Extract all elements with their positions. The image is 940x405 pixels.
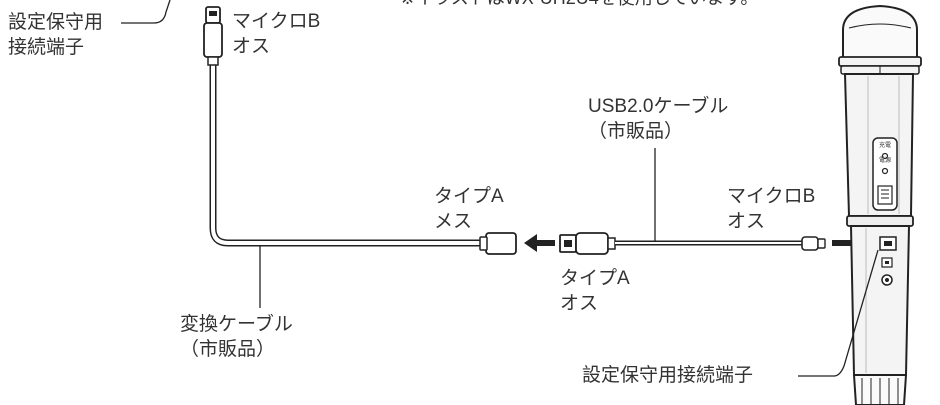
arrow-to-type-a-female <box>524 234 555 252</box>
micro-b-connector-top <box>203 6 223 66</box>
mic-panel-power-label: 電源 <box>879 158 892 164</box>
note-text: ※イラストはWX-UH2U4を使用しています。 <box>400 0 758 11</box>
leader-mic-port <box>798 249 879 377</box>
callout-usb-cable: USB2.0ケーブル （市販品） <box>588 96 729 142</box>
type-a-female-connector <box>479 232 517 255</box>
mic-panel-charge-label: 充電 <box>879 143 892 149</box>
leader-top-port <box>121 0 171 24</box>
leader-lines <box>121 0 879 377</box>
callout-micro-b-right: マイクロB オス <box>727 186 816 232</box>
callout-top-port: 設定保守用 接続端子 <box>8 12 104 58</box>
callout-micro-b-top: マイクロB オス <box>232 11 321 57</box>
micro-b-connector-right <box>801 236 826 251</box>
callout-type-a-male: タイプA オス <box>560 268 630 314</box>
callout-conversion-cable: 変換ケーブル （市販品） <box>180 314 293 360</box>
type-a-male-connector <box>559 232 616 255</box>
conversion-cable <box>209 58 487 247</box>
wireless-microphone <box>838 4 922 405</box>
callout-mic-port: 設定保守用接続端子 <box>582 365 754 386</box>
callout-type-a-female: タイプA メス <box>434 186 504 232</box>
